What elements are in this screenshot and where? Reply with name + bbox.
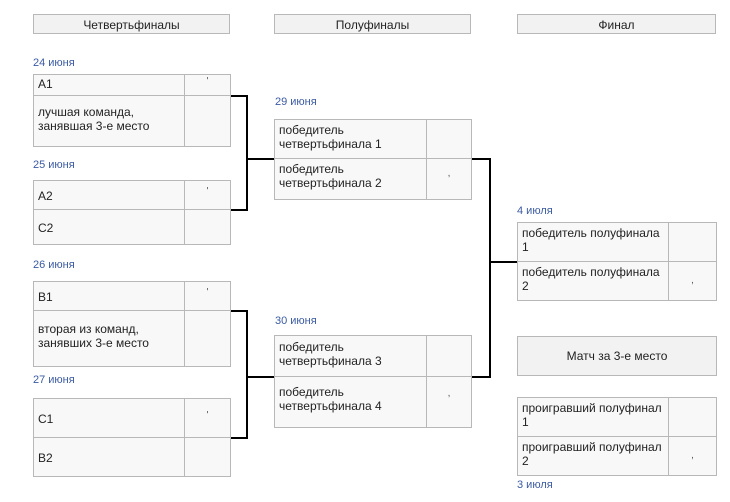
bracket-line — [489, 158, 491, 378]
qf2-date: 25 июня — [33, 159, 75, 171]
qf1-score2 — [184, 95, 231, 147]
qf2-score1: ' — [184, 180, 231, 210]
header-final: Финал — [517, 14, 716, 34]
sf1-team1: победитель четвертьфинала 1 — [274, 119, 427, 159]
sf2-score1 — [426, 335, 472, 377]
qf4-date: 27 июня — [33, 374, 75, 386]
qf1-team1: A1 — [33, 74, 185, 96]
qf1-date: 24 июня — [33, 57, 75, 69]
qf3-team1: B1 — [33, 281, 185, 311]
qf4-team1: C1 — [33, 398, 185, 438]
bracket-line — [472, 376, 491, 378]
bracket-line — [231, 437, 248, 439]
sf1-team2: победитель четвертьфинала 2 — [274, 158, 427, 200]
final-date: 4 июля — [517, 205, 553, 217]
qf3-score2 — [184, 310, 231, 367]
bracket-line — [246, 310, 248, 439]
qf4-team2: B2 — [33, 437, 185, 477]
sf1-score2: , — [426, 158, 472, 200]
bracket-line — [231, 209, 248, 211]
bracket-line — [231, 95, 248, 97]
header-quarterfinals: Четвертьфиналы — [33, 14, 230, 34]
qf2-team2: C2 — [33, 209, 185, 245]
third-date: 3 июля — [517, 479, 553, 491]
sf2-date: 30 июня — [275, 315, 317, 327]
sf2-score2: , — [426, 376, 472, 428]
qf1-score1: ' — [184, 74, 231, 96]
bracket-line — [246, 158, 274, 160]
bracket-line — [472, 158, 491, 160]
third-score2: , — [668, 436, 717, 476]
third-team1: проигравший полуфинал 1 — [517, 397, 669, 437]
qf1-team2: лучшая команда, занявшая 3-е место — [33, 95, 185, 147]
qf2-team1: A2 — [33, 180, 185, 210]
bracket-line — [231, 310, 248, 312]
qf2-score2 — [184, 209, 231, 245]
third-team2: проигравший полуфинал 2 — [517, 436, 669, 476]
final-score2: , — [668, 261, 717, 301]
qf3-score1: ' — [184, 281, 231, 311]
final-score1 — [668, 222, 717, 262]
sf2-team1: победитель четвертьфинала 3 — [274, 335, 427, 377]
third-score1 — [668, 397, 717, 437]
final-team2: победитель полуфинала 2 — [517, 261, 669, 301]
qf3-date: 26 июня — [33, 259, 75, 271]
qf4-score2 — [184, 437, 231, 477]
bracket-line — [246, 376, 274, 378]
sf1-date: 29 июня — [275, 96, 317, 108]
bracket-line — [489, 261, 517, 263]
third-place-title: Матч за 3-е место — [517, 336, 717, 376]
header-semifinals: Полуфиналы — [274, 14, 471, 34]
final-team1: победитель полуфинала 1 — [517, 222, 669, 262]
sf2-team2: победитель четвертьфинала 4 — [274, 376, 427, 428]
qf3-team2: вторая из команд, занявших 3-е место — [33, 310, 185, 367]
sf1-score1 — [426, 119, 472, 159]
qf4-score1: ' — [184, 398, 231, 438]
bracket-line — [246, 95, 248, 211]
